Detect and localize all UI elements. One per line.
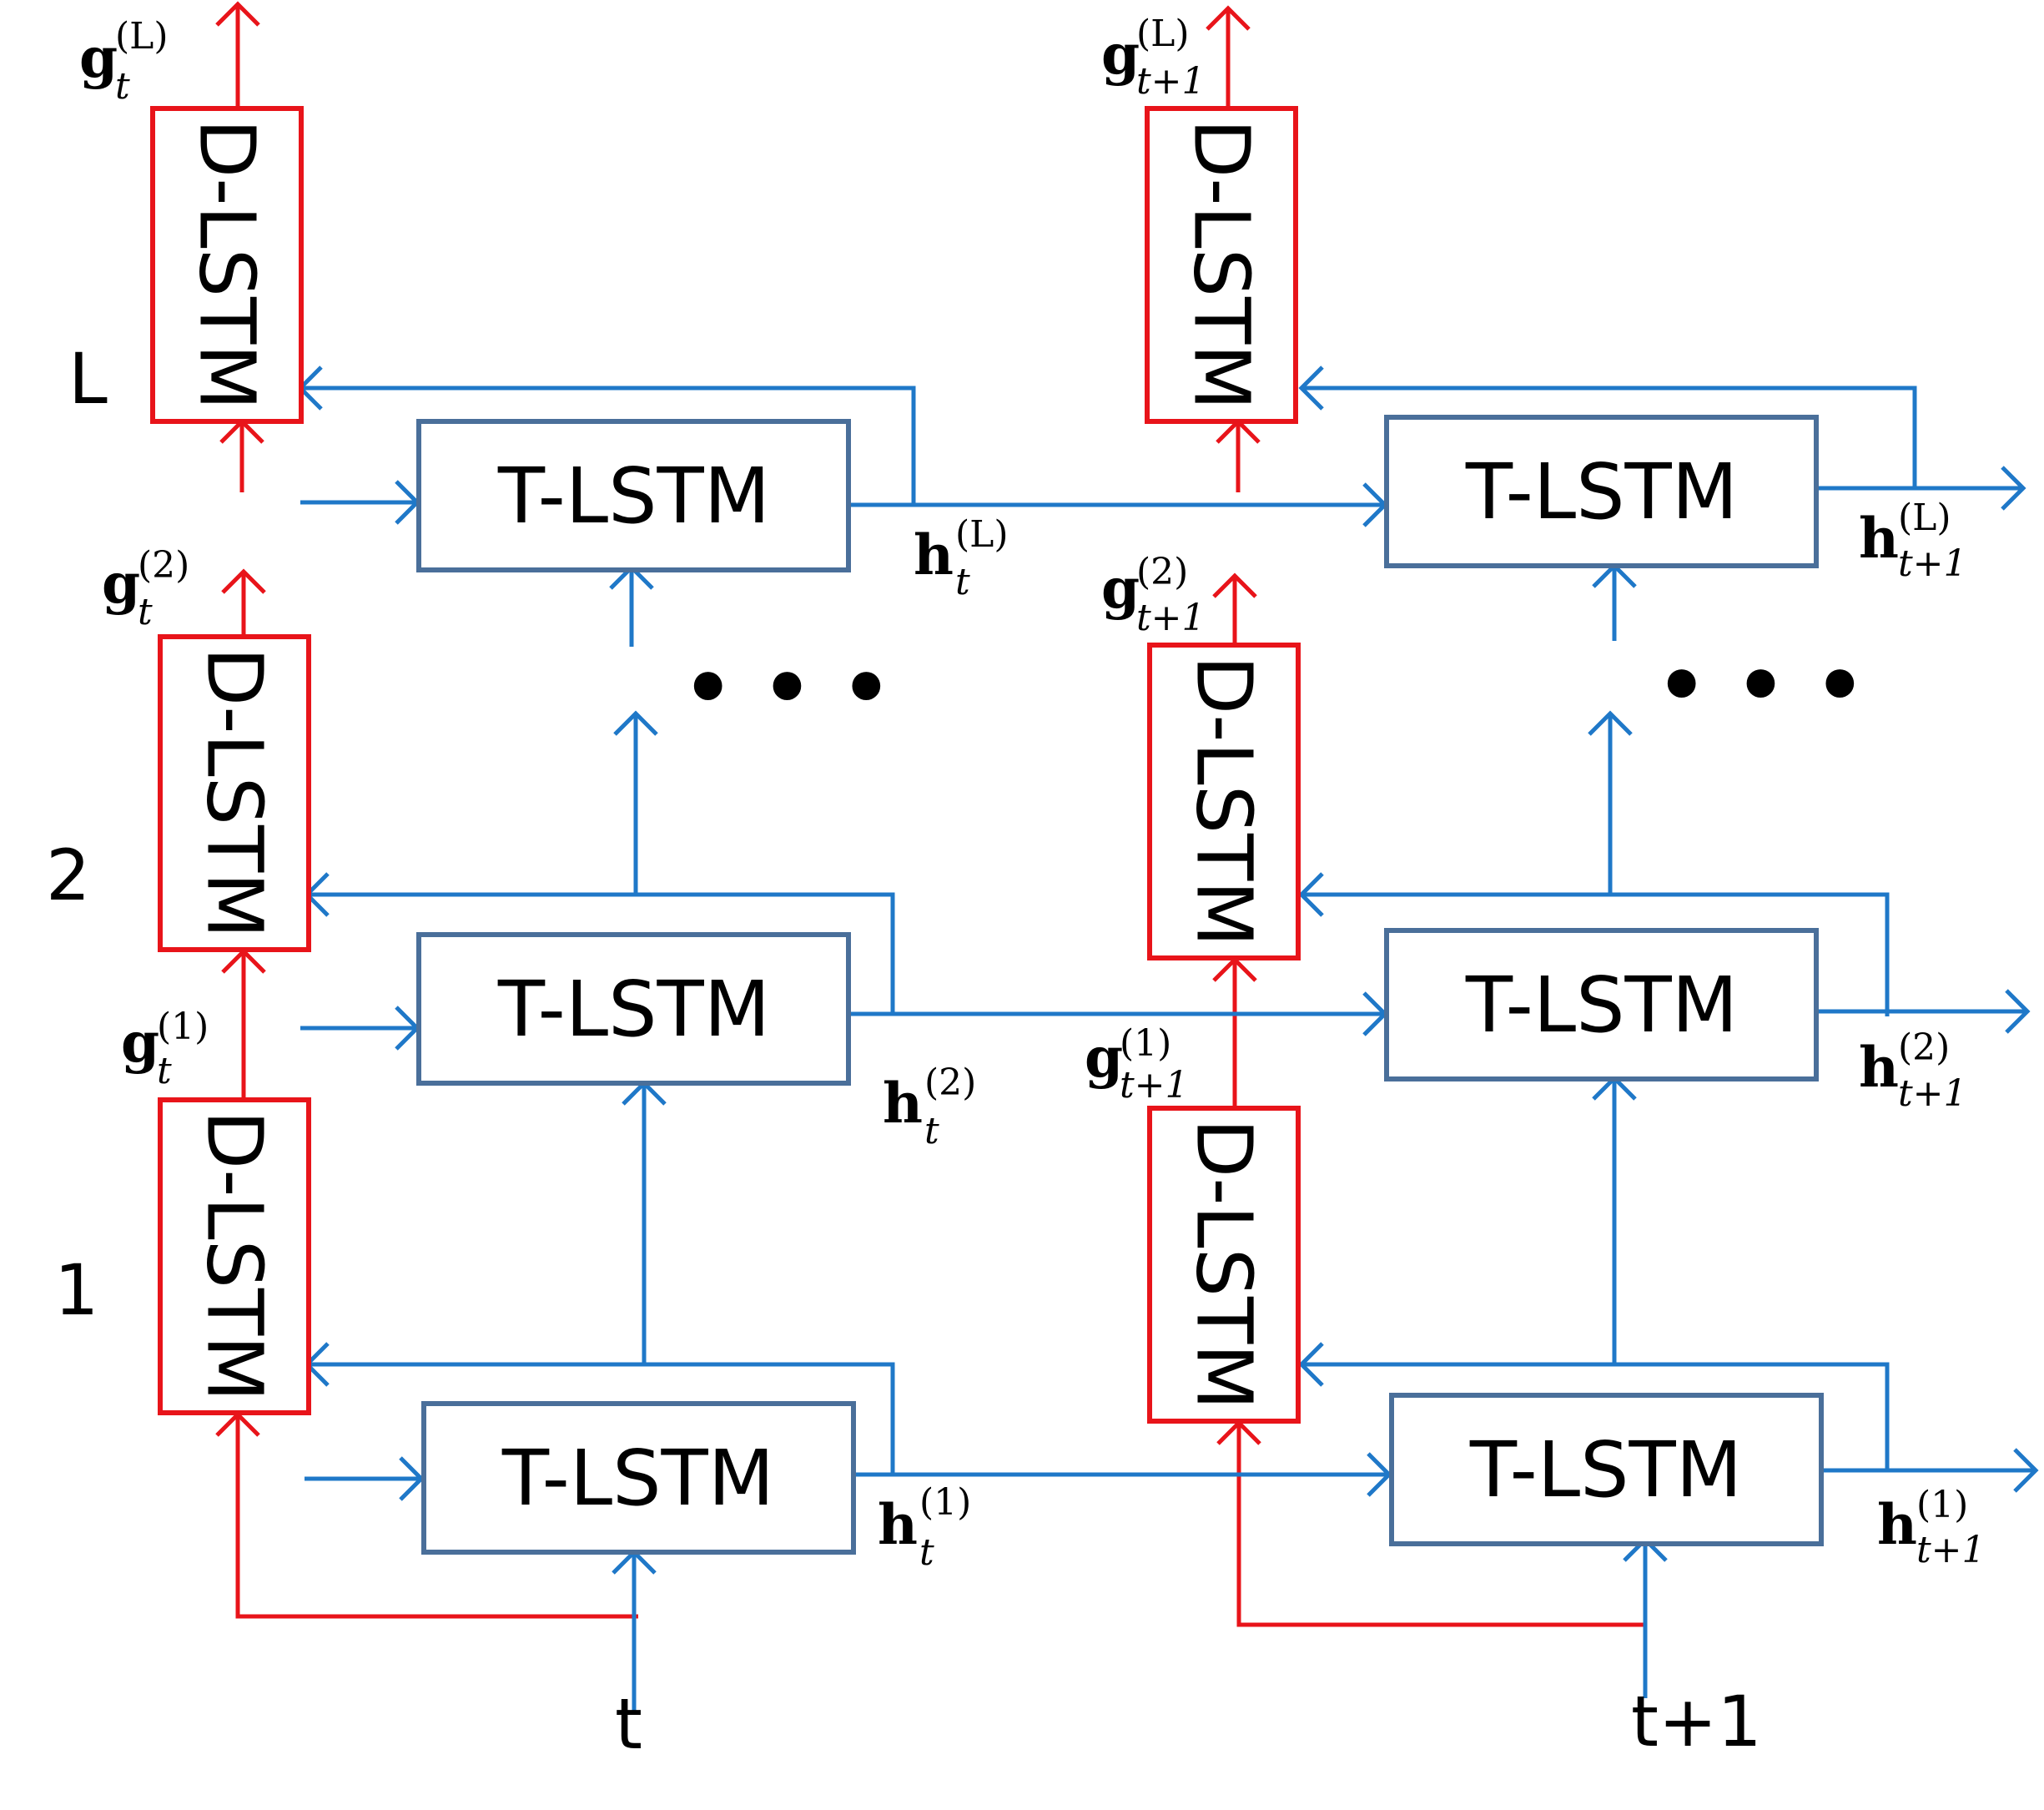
svg-text:t: t bbox=[115, 65, 130, 108]
t-lstm-box-t1-layer1: T-LSTM bbox=[1389, 1393, 1824, 1546]
svg-text:g: g bbox=[1085, 1025, 1123, 1090]
temporal-wires-t bbox=[297, 366, 916, 1711]
svg-text:h: h bbox=[878, 1492, 918, 1557]
d-lstm-box-t1-layer2: D-LSTM bbox=[1147, 643, 1301, 960]
t-lstm-label: T-LSTM bbox=[1465, 447, 1738, 537]
t-lstm-label: T-LSTM bbox=[501, 1434, 774, 1523]
label-g-t1-L: g t+1 (L) bbox=[1101, 13, 1206, 103]
svg-text:t+1: t+1 bbox=[1136, 597, 1206, 639]
t-lstm-box-t-layer1: T-LSTM bbox=[421, 1401, 856, 1555]
svg-text:g: g bbox=[1101, 22, 1140, 87]
label-h-t1-1: h t+1 (1) bbox=[1877, 1484, 1986, 1571]
label-h-t1-L: h t+1 (L) bbox=[1859, 497, 1967, 585]
t-lstm-label: T-LSTM bbox=[1469, 1425, 1742, 1515]
svg-text:(2): (2) bbox=[138, 544, 189, 587]
svg-text:g: g bbox=[79, 25, 118, 90]
t-lstm-label: T-LSTM bbox=[497, 965, 770, 1054]
label-g-t1-1: g t+1 (1) bbox=[1085, 1022, 1189, 1107]
label-h-t1-2: h t+1 (2) bbox=[1859, 1026, 1967, 1115]
layer-label-L: L bbox=[68, 338, 108, 420]
temporal-links bbox=[849, 482, 1392, 1497]
svg-text:(L): (L) bbox=[115, 15, 169, 58]
svg-text:t: t bbox=[919, 1531, 934, 1574]
svg-text:t+1: t+1 bbox=[1916, 1529, 1986, 1571]
svg-text:h: h bbox=[1859, 506, 1899, 571]
time-label-t: t bbox=[615, 1683, 642, 1765]
svg-text:g: g bbox=[1101, 556, 1140, 621]
svg-text:g: g bbox=[121, 1010, 159, 1075]
d-lstm-label: D-LSTM bbox=[1177, 118, 1266, 410]
d-lstm-label: D-LSTM bbox=[1180, 655, 1269, 946]
t-lstm-label: T-LSTM bbox=[497, 451, 770, 541]
svg-text:(1): (1) bbox=[157, 1006, 209, 1048]
svg-text:t: t bbox=[924, 1110, 939, 1152]
svg-text:(2): (2) bbox=[1898, 1026, 1950, 1069]
layer-label-2: 2 bbox=[46, 834, 90, 916]
t-lstm-box-t-layer2: T-LSTM bbox=[416, 932, 851, 1086]
label-h-t-L: h t (L) bbox=[914, 513, 1009, 603]
layer-label-1: 1 bbox=[54, 1249, 98, 1331]
svg-text:h: h bbox=[914, 522, 954, 587]
svg-text:t+1: t+1 bbox=[1898, 1072, 1967, 1115]
ellipsis-t: • • • bbox=[682, 642, 892, 735]
svg-text:t: t bbox=[955, 561, 970, 603]
d-lstm-box-t-layerL: D-LSTM bbox=[150, 106, 304, 424]
svg-text:(2): (2) bbox=[1136, 551, 1188, 593]
svg-text:h: h bbox=[883, 1071, 923, 1136]
label-g-t-L: g t (L) bbox=[79, 15, 169, 108]
label-h-t-2: h t (2) bbox=[883, 1061, 976, 1152]
d-lstm-box-t-layer2: D-LSTM bbox=[158, 634, 311, 952]
d-lstm-box-t1-layer1: D-LSTM bbox=[1147, 1106, 1301, 1424]
label-h-t-1: h t (1) bbox=[878, 1481, 971, 1574]
svg-text:(2): (2) bbox=[924, 1061, 976, 1104]
t-lstm-box-t1-layerL: T-LSTM bbox=[1384, 415, 1819, 568]
ellipsis-t1: • • • bbox=[1656, 639, 1865, 733]
svg-text:t+1: t+1 bbox=[1136, 60, 1206, 103]
d-lstm-label: D-LSTM bbox=[190, 647, 279, 938]
d-lstm-label: D-LSTM bbox=[183, 118, 272, 410]
svg-text:h: h bbox=[1877, 1492, 1917, 1557]
svg-text:g: g bbox=[102, 551, 140, 616]
d-lstm-box-t1-layerL: D-LSTM bbox=[1145, 106, 1298, 424]
d-lstm-label: D-LSTM bbox=[1180, 1118, 1269, 1409]
d-lstm-box-t-layer1: D-LSTM bbox=[158, 1097, 311, 1415]
svg-text:(1): (1) bbox=[1916, 1484, 1968, 1526]
svg-text:h: h bbox=[1859, 1035, 1899, 1100]
t-lstm-label: T-LSTM bbox=[1465, 960, 1738, 1050]
d-lstm-label: D-LSTM bbox=[190, 1110, 279, 1401]
svg-text:(L): (L) bbox=[955, 513, 1009, 556]
label-g-t1-2: g t+1 (2) bbox=[1101, 551, 1206, 639]
temporal-wires-t1 bbox=[1298, 366, 2039, 1698]
label-g-t-1: g t (1) bbox=[121, 1006, 209, 1092]
svg-text:t: t bbox=[138, 591, 153, 633]
t-lstm-box-t1-layer2: T-LSTM bbox=[1384, 928, 1819, 1081]
time-label-t1: t+1 bbox=[1631, 1681, 1762, 1762]
svg-text:t+1: t+1 bbox=[1898, 542, 1967, 585]
svg-text:(1): (1) bbox=[919, 1481, 971, 1524]
svg-text:(1): (1) bbox=[1120, 1022, 1171, 1065]
svg-text:(L): (L) bbox=[1136, 13, 1190, 55]
t-lstm-box-t-layerL: T-LSTM bbox=[416, 419, 851, 572]
label-g-t-2: g t (2) bbox=[102, 544, 189, 633]
svg-text:t+1: t+1 bbox=[1120, 1064, 1189, 1107]
svg-text:t: t bbox=[157, 1050, 172, 1092]
svg-text:(L): (L) bbox=[1898, 497, 1951, 539]
